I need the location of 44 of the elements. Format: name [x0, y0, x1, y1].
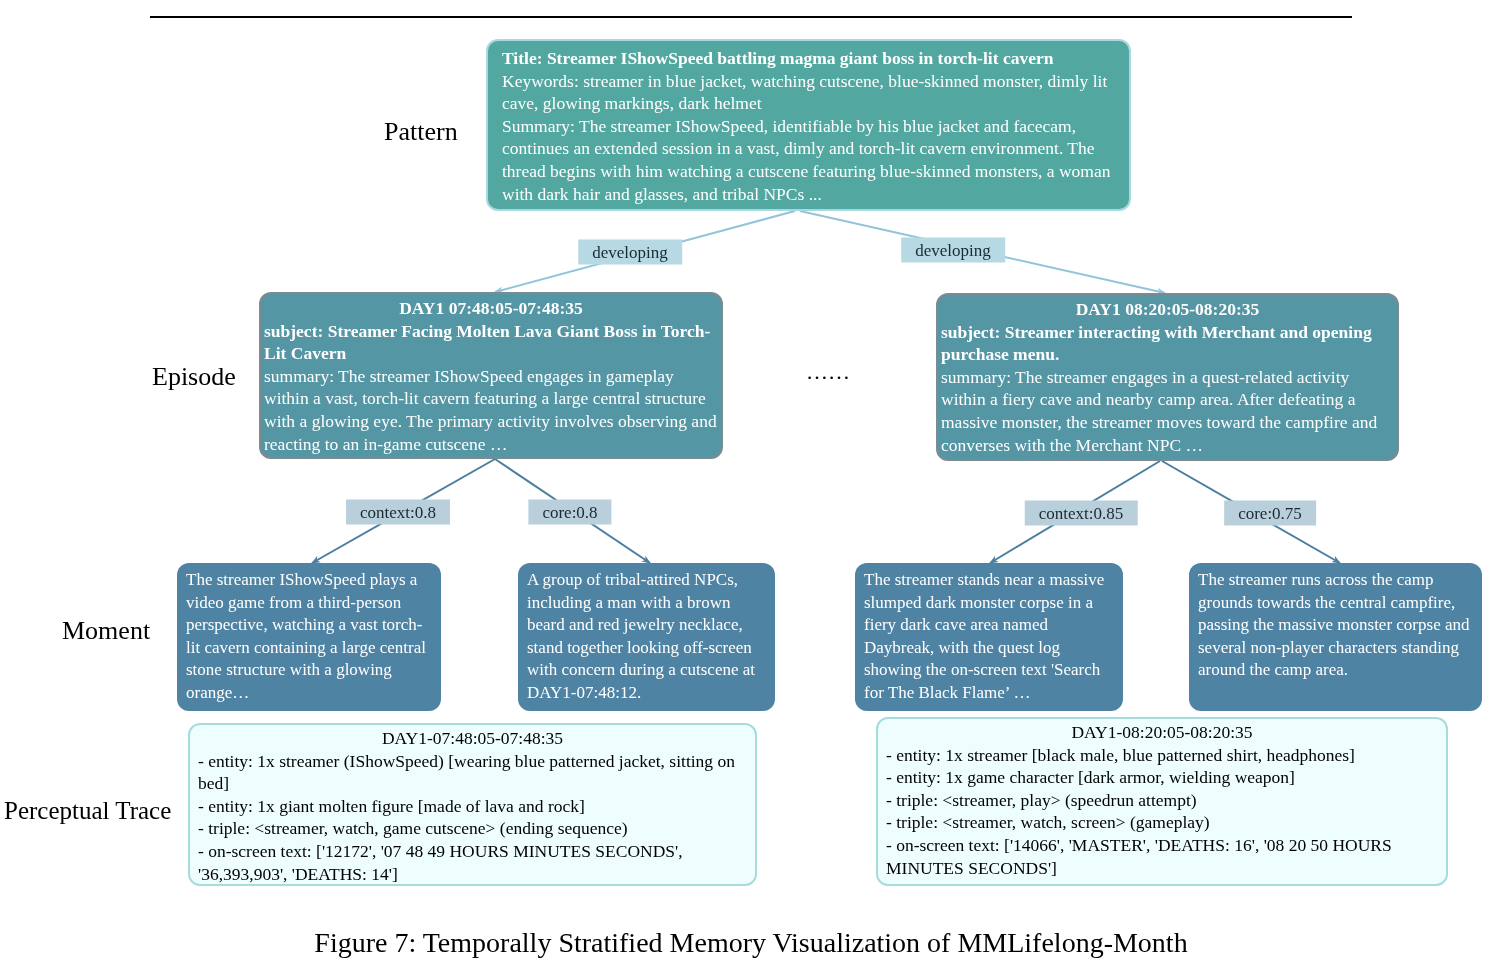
node-heading: DAY1 08:20:05-08:20:35: [1074, 298, 1261, 321]
caption: Figure 7: Temporally Stratified Memory Visualization of MMLifelong-Month: [313, 926, 1189, 960]
moment-box: [855, 563, 1123, 711]
time-range: DAY1-07:48:05-07:48:35: [380, 727, 565, 750]
node-text: summary: The streamer IShowSpeed engages in gameplay within a vast, torch-lit cavern featuring a large central structure with a glowing eye. The primary activity involves observing and reacting to an in-game cutscene …: [264, 364, 718, 456]
trace-line: - on-screen text: ['14066', 'MASTER', 'DEATHS: 16', '08 20 50 HOURS MINUTES SECONDS']: [886, 833, 1393, 880]
trace-line: - entity: 1x giant molten figure [made of lava and rock]: [198, 794, 586, 818]
node-text: subject: Streamer interacting with Merchant and opening purchase menu.: [941, 320, 1373, 366]
trace-line: - entity: 1x streamer [black male, blue patterned shirt, headphones]: [886, 743, 1356, 767]
pattern-box: [486, 39, 1131, 211]
trace-line: - triple: <streamer, play> (speedrun attempt): [886, 788, 1198, 812]
node-text: The streamer IShowSpeed plays a video game from a third-person perspective, watching a vast torch-lit cavern containing a large central stone structure with a glowing orange…: [186, 569, 427, 704]
episode-box: [936, 293, 1399, 461]
level-label: Moment: [62, 615, 151, 647]
edge-label: core:0.75: [1224, 500, 1316, 526]
trace-box: [876, 717, 1448, 886]
node-text: summary: The streamer engages in a quest-related activity within a fiery cave and nearby camp area. After defeating a massive monster, the streamer moves toward the campfire and converses with the Merchant NPC …: [941, 365, 1379, 457]
level-label: Pattern: [384, 116, 458, 148]
trace-line: - triple: <streamer, watch, screen> (gameplay): [886, 811, 1211, 834]
node-text: Keywords: streamer in blue jacket, watching cutscene, blue-skinned monster, dimly lit cave, glowing markings, dark helmet: [502, 69, 1109, 115]
trace-line: - on-screen text: ['12172', '07 48 49 HOURS MINUTES SECONDS', '36,393,903', 'DEATHS: 14']: [198, 839, 684, 884]
edge-label: context:0.85: [1024, 500, 1138, 526]
edge-label: developing: [578, 239, 682, 265]
trace-line: - triple: <streamer, watch, game cutscene> (ending sequence): [198, 817, 629, 840]
edge-label: context:0.8: [346, 499, 450, 525]
edge-label: core:0.8: [528, 499, 612, 525]
level-label: Episode: [152, 361, 236, 393]
time-range: DAY1-08:20:05-08:20:35: [1070, 721, 1254, 744]
moment-box: [1189, 563, 1482, 711]
edge-label: developing: [901, 237, 1005, 263]
episode-box: [259, 292, 723, 459]
node-text: Summary: The streamer IShowSpeed, identifiable by his blue jacket and facecam, continues an extended session in a vast, dimly and torch-lit cavern environment. The thread begins with him watching a cutscene featuring blue-skinned monsters, a woman with dark hair and glasses, and tribal NPCs ...: [502, 114, 1112, 206]
node-heading: Title: Streamer IShowSpeed battling magma giant boss in torch-lit cavern: [502, 47, 1055, 70]
level-label: ……: [806, 358, 850, 386]
node-text: The streamer runs across the camp grounds towards the central campfire, passing the massive monster corpse and several non-player characters standing around the camp area.: [1198, 569, 1471, 682]
moment-box: [518, 563, 775, 711]
trace-box: [188, 723, 757, 886]
level-label: Perceptual Trace: [4, 796, 172, 826]
node-text: The streamer stands near a massive slumped dark monster corpse in a fiery dark cave area named Daybreak, with the quest log showing the on-screen text 'Search for The Black Flame’ …: [864, 569, 1106, 704]
node-text: A group of tribal-attired NPCs, including a man with a brown beard and red jewelry necklace, stand together looking off-screen with concern during a cutscene at DAY1-07:48:12.: [527, 569, 756, 704]
trace-line: - entity: 1x game character [dark armor, wielding weapon]: [886, 766, 1296, 789]
node-heading: DAY1 07:48:05-07:48:35: [398, 297, 584, 320]
trace-line: - entity: 1x streamer (IShowSpeed) [wearing blue patterned jacket, sitting on bed]: [198, 749, 736, 795]
moment-box: [177, 563, 441, 711]
